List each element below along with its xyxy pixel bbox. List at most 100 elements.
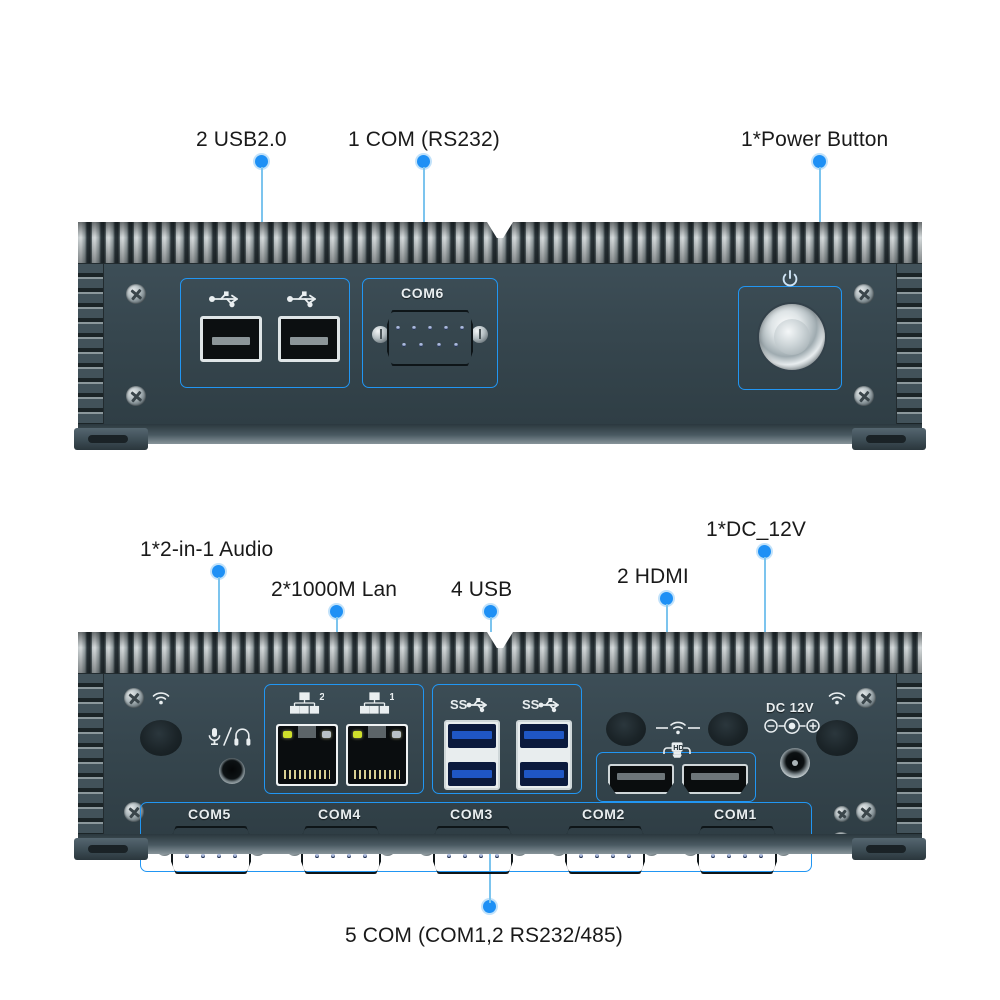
usb3-port-stack-2[interactable] — [516, 720, 572, 790]
hdmi-port-2[interactable] — [682, 764, 748, 794]
power-icon — [782, 270, 798, 288]
svg-text:SS: SS — [522, 697, 540, 712]
power-button[interactable] — [759, 304, 825, 370]
audio-jack[interactable] — [219, 758, 245, 784]
db9-pin-row-bottom — [402, 343, 458, 348]
callout-label-usb2: 2 USB2.0 — [196, 128, 287, 151]
wifi-icon — [828, 692, 846, 705]
dc-input-label: DC 12V — [766, 700, 814, 715]
port-label-com4: COM4 — [318, 806, 361, 822]
port-label-com2: COM2 — [582, 806, 625, 822]
side-heatsink-right — [896, 264, 922, 424]
usb2-port-1[interactable] — [200, 316, 262, 362]
front-faceplate: COM6 — [104, 264, 896, 424]
callout-dot-com — [483, 900, 496, 913]
callout-line-com6 — [422, 167, 425, 270]
db9-pin-row-top — [396, 326, 464, 331]
mount-bracket-right — [852, 838, 926, 860]
rear-chassis: 2 — [74, 632, 926, 874]
screw-front-bottom-left — [126, 386, 146, 406]
rear-bottom-lip — [78, 834, 922, 854]
db9-connector — [387, 310, 473, 366]
screw-front-top-left — [126, 284, 146, 304]
callout-label-usb: 4 USB — [451, 578, 513, 601]
serial-port-com6[interactable] — [372, 310, 488, 366]
mount-bracket-right — [852, 428, 926, 450]
callout-line-usb2 — [260, 167, 263, 270]
rear-faceplate: 2 — [104, 674, 896, 874]
side-heatsink-left — [78, 674, 104, 834]
svg-text:2: 2 — [319, 692, 324, 703]
usb3-port-bottom[interactable] — [448, 762, 496, 786]
superspeed-usb-icon: SS — [522, 696, 562, 714]
dc-polarity-icon — [764, 718, 820, 734]
port-label-com3: COM3 — [450, 806, 493, 822]
lan-led-activity — [322, 730, 332, 738]
jackscrew-left — [372, 325, 389, 343]
callout-dot-hdmi — [660, 592, 673, 605]
usb2-port-2[interactable] — [278, 316, 340, 362]
lan-icon: 2 — [290, 692, 324, 716]
usb3-port-top[interactable] — [448, 724, 496, 748]
callout-dot-usb2 — [255, 155, 268, 168]
superspeed-usb-icon: SS — [450, 696, 490, 714]
jackscrew-right — [471, 325, 488, 343]
lan-led-activity — [392, 730, 402, 738]
screw-front-bottom-right — [854, 386, 874, 406]
heatsink-fins-front — [78, 222, 922, 264]
callout-label-power-button: 1*Power Button — [741, 128, 889, 151]
screw-rear-bottom-right — [856, 802, 876, 822]
mount-bracket-left — [74, 838, 148, 860]
antenna-hole-right — [816, 720, 858, 756]
usb-icon — [208, 290, 242, 308]
callout-dot-lan — [330, 605, 343, 618]
hdmi-port-1[interactable] — [608, 764, 674, 794]
lan-port-2-inner — [278, 726, 336, 784]
callout-label-dc: 1*DC_12V — [706, 518, 807, 541]
callout-dot-dc — [758, 545, 771, 558]
callout-dot-power-button — [813, 155, 826, 168]
antenna-hole-middle-right — [708, 712, 748, 746]
callout-dot-com6 — [417, 155, 430, 168]
screw-front-top-right — [854, 284, 874, 304]
side-heatsink-left — [78, 264, 104, 424]
callout-dot-usb — [484, 605, 497, 618]
lan-port-1[interactable] — [346, 724, 408, 786]
callout-label-audio: 1*2-in-1 Audio — [140, 538, 274, 561]
callout-label-com6: 1 COM (RS232) — [348, 128, 500, 151]
port-label-com5: COM5 — [188, 806, 231, 822]
callout-line-com — [488, 845, 491, 903]
svg-text:1: 1 — [389, 692, 394, 703]
front-chassis: COM6 — [74, 222, 926, 450]
lan-led-green — [282, 730, 292, 738]
screw-rear-bottom-left — [124, 802, 144, 822]
callout-label-com: 5 COM (COM1,2 RS232/485) — [345, 924, 623, 947]
heatsink-fins-rear — [78, 632, 922, 674]
side-heatsink-right — [896, 674, 922, 834]
port-label-com6: COM6 — [401, 285, 444, 301]
lan-port-1-inner — [348, 726, 406, 784]
callout-label-hdmi: 2 HDMI — [617, 565, 689, 588]
front-bottom-lip — [78, 424, 922, 444]
dc-power-jack[interactable] — [780, 748, 810, 778]
port-label-com1: COM1 — [714, 806, 757, 822]
wifi-icon — [152, 692, 170, 705]
wifi-icon — [656, 718, 700, 738]
lan-led-green — [352, 730, 362, 738]
mount-bracket-left — [74, 428, 148, 450]
callout-line-power-button — [818, 167, 821, 271]
lan-icon: 1 — [360, 692, 394, 716]
usb3-port-top[interactable] — [520, 724, 568, 748]
svg-text:HD: HD — [673, 743, 683, 752]
lan-port-2[interactable] — [276, 724, 338, 786]
usb3-port-stack-1[interactable] — [444, 720, 500, 790]
svg-text:SS: SS — [450, 697, 468, 712]
screw-rear-top-right — [856, 688, 876, 708]
mic-headphone-icon — [208, 726, 254, 748]
usb3-port-bottom[interactable] — [520, 762, 568, 786]
callout-dot-audio — [212, 565, 225, 578]
callout-label-lan: 2*1000M Lan — [271, 578, 398, 601]
screw-rear-top-left — [124, 688, 144, 708]
screw-rear-com-row — [834, 806, 850, 822]
